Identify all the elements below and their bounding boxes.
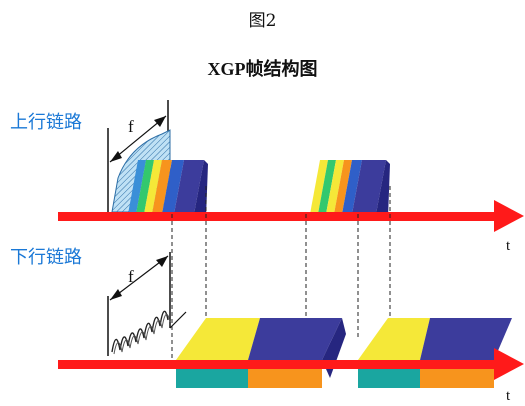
downlink-frequency-marker: f — [107, 252, 187, 356]
uplink-burst-1 — [128, 160, 208, 218]
uplink-frequency-symbol: f — [128, 117, 134, 136]
uplink-burst-2 — [310, 160, 390, 218]
figure-number: 图2 — [248, 11, 277, 31]
uplink-label: 上行链路 — [10, 112, 82, 133]
downlink-frame-1 — [176, 318, 346, 388]
uplink-time-axis-label: t — [506, 238, 511, 254]
downlink-time-axis-arrow — [58, 348, 524, 380]
uplink-frequency-marker: f — [107, 100, 169, 212]
downlink-frequency-symbol: f — [128, 267, 134, 286]
downlink-frame-2 — [358, 318, 512, 388]
downlink-label: 下行链路 — [10, 247, 82, 268]
downlink-spectrum-coil-shadow — [113, 313, 171, 355]
uplink-time-axis-arrow — [58, 200, 524, 232]
figure-title: XGP帧结构图 — [207, 59, 318, 79]
downlink-time-axis-label: t — [506, 388, 511, 404]
